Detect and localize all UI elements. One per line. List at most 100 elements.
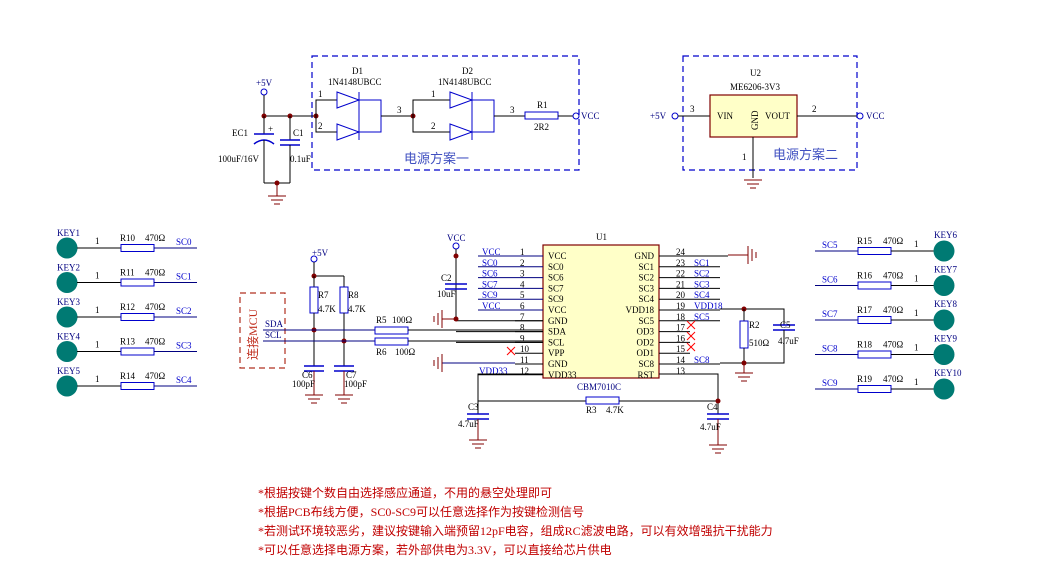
touch-key-pad[interactable]: [933, 240, 955, 262]
touch-key-pad[interactable]: [56, 341, 78, 362]
touch-key-pad[interactable]: [933, 275, 955, 296]
touch-key-pad[interactable]: [933, 309, 955, 331]
svg-text:3: 3: [510, 105, 515, 115]
resistor: [857, 316, 892, 324]
power-scheme-1-box: [311, 55, 580, 171]
svg-text:17: 17: [676, 323, 686, 333]
svg-text:+5V: +5V: [312, 248, 329, 258]
svg-text:100pF: 100pF: [292, 379, 315, 389]
svg-text:3: 3: [520, 269, 525, 279]
svg-text:VIN: VIN: [717, 111, 733, 121]
notes: *根据按键个数自由选择感应通道，不用的悬空处理即可 *根据PCB布线方便，SC0…: [258, 485, 773, 557]
pin-name: VDD33: [548, 370, 577, 380]
svg-text:1: 1: [95, 305, 100, 315]
pin-name: GND: [635, 251, 655, 261]
key-label: KEY7: [934, 265, 957, 275]
resistor-r8: [339, 286, 349, 314]
svg-text:R19: R19: [857, 374, 873, 384]
svg-text:15: 15: [676, 344, 686, 354]
svg-text:4.7K: 4.7K: [318, 304, 336, 314]
svg-text:GND: GND: [750, 110, 760, 130]
svg-text:4.7uF: 4.7uF: [700, 422, 721, 432]
pin-name: SC5: [638, 316, 654, 326]
resistor: [857, 350, 892, 359]
svg-text:U1: U1: [596, 232, 607, 242]
resistor: [120, 244, 155, 252]
net-label: SC7: [482, 279, 498, 289]
svg-text:C4: C4: [707, 402, 718, 412]
svg-text:5: 5: [520, 290, 525, 300]
svg-text:12: 12: [520, 366, 529, 376]
svg-text:ME6206-3V3: ME6206-3V3: [730, 82, 780, 92]
resistor-r3: [585, 396, 620, 405]
svg-text:1: 1: [914, 274, 919, 284]
c1-value: 0.1uF: [290, 154, 311, 164]
svg-text:1: 1: [520, 247, 525, 257]
net-label: SC5: [822, 240, 838, 250]
power-scheme-2-title: 电源方案二: [773, 147, 838, 163]
svg-text:R17: R17: [857, 305, 873, 315]
svg-text:1: 1: [95, 236, 100, 246]
touch-key-pad[interactable]: [56, 272, 78, 293]
svg-text:R13: R13: [120, 337, 136, 347]
svg-text:2R2: 2R2: [534, 122, 549, 132]
net-label: SC2: [694, 269, 710, 279]
svg-text:1: 1: [95, 340, 100, 350]
vcc-port-label: VCC: [581, 111, 600, 121]
svg-text:C6: C6: [302, 370, 313, 380]
touch-key-pad[interactable]: [56, 237, 78, 259]
svg-text:R16: R16: [857, 271, 873, 281]
net-label: SC3: [694, 279, 710, 289]
svg-text:4.7uF: 4.7uF: [458, 419, 479, 429]
svg-text:C7: C7: [346, 370, 357, 380]
pin-name: SDA: [548, 327, 567, 337]
pin-name: SCL: [548, 337, 565, 347]
svg-text:6: 6: [520, 301, 525, 311]
touch-key-pad[interactable]: [56, 306, 78, 328]
svg-text:510Ω: 510Ω: [749, 338, 770, 348]
svg-text:470Ω: 470Ω: [145, 337, 166, 347]
svg-text:10uF: 10uF: [437, 289, 456, 299]
svg-text:C2: C2: [441, 273, 452, 283]
svg-text:100pF: 100pF: [344, 379, 367, 389]
net-label: SC1: [694, 258, 710, 268]
touch-key-pad[interactable]: [56, 375, 78, 397]
net-label: VCC: [482, 301, 501, 311]
supply-label: +5V: [256, 78, 273, 88]
key-label: KEY2: [57, 263, 80, 273]
key-label: KEY1: [57, 228, 80, 238]
touch-key-pad[interactable]: [933, 344, 955, 365]
note-line: *可以任意选择电源方案，若外部供电为3.3V，可以直接给芯片供电: [258, 542, 612, 557]
svg-text:470Ω: 470Ω: [145, 233, 166, 243]
svg-text:470Ω: 470Ω: [145, 371, 166, 381]
svg-text:CBM7010C: CBM7010C: [577, 382, 621, 392]
svg-text:R3: R3: [586, 405, 597, 415]
pin-name: SC1: [638, 262, 654, 272]
svg-text:2: 2: [812, 104, 817, 114]
svg-text:4.7K: 4.7K: [348, 304, 366, 314]
svg-text:8: 8: [520, 323, 525, 333]
touch-key-pad[interactable]: [933, 378, 955, 400]
svg-text:100Ω: 100Ω: [395, 347, 416, 357]
svg-text:U2: U2: [750, 68, 761, 78]
svg-text:2: 2: [318, 121, 323, 131]
net-label: SC2: [176, 306, 192, 316]
resistor: [120, 313, 155, 321]
power-scheme-2-box: [682, 55, 858, 171]
